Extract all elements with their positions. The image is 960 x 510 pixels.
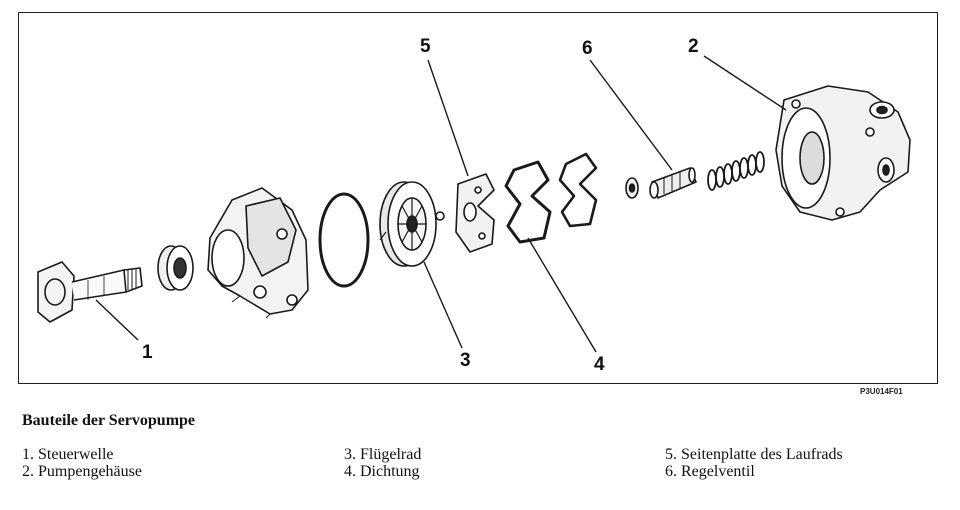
front-housing-part — [207, 187, 309, 319]
callout-2: 2 — [688, 36, 699, 57]
callout-1: 1 — [142, 342, 153, 363]
o-ring-part — [318, 192, 370, 288]
pump-housing-part — [775, 85, 911, 221]
legend-item-3: 3. Flügelrad — [344, 446, 422, 463]
legend-item-1: 1. Steuerwelle — [22, 446, 114, 463]
spring-part — [707, 151, 765, 191]
leader-lines — [95, 55, 787, 353]
legend-column-1: 1. Steuerwelle 2. Pumpengehäuse — [22, 446, 142, 480]
second-gasket-part — [558, 152, 598, 228]
control-valve-part — [625, 167, 697, 199]
gasket-part — [504, 160, 552, 244]
callout-6: 6 — [582, 38, 593, 59]
exploded-view-diagram: 1 2 3 4 5 6 P3U014F01 — [37, 36, 911, 396]
legend-item-6: 6. Regelventil — [665, 463, 755, 480]
side-plate-part — [455, 173, 495, 253]
figure-code: P3U014F01 — [860, 387, 903, 396]
callout-5: 5 — [420, 36, 431, 57]
impeller-part — [379, 181, 445, 267]
legend-column-2: 3. Flügelrad 4. Dichtung — [344, 446, 421, 480]
bearing-part — [157, 245, 194, 291]
callout-4: 4 — [594, 354, 605, 375]
legend-item-4: 4. Dichtung — [344, 463, 420, 480]
callout-3: 3 — [460, 350, 471, 371]
legend-column-3: 5. Seitenplatte des Laufrads 6. Regelven… — [665, 446, 843, 480]
control-shaft-part — [37, 261, 143, 323]
figure-caption: Bauteile der Servopumpe — [22, 412, 196, 429]
diagram-frame — [18, 12, 938, 384]
legend-item-5: 5. Seitenplatte des Laufrads — [665, 446, 843, 463]
legend-item-2: 2. Pumpengehäuse — [22, 463, 142, 480]
